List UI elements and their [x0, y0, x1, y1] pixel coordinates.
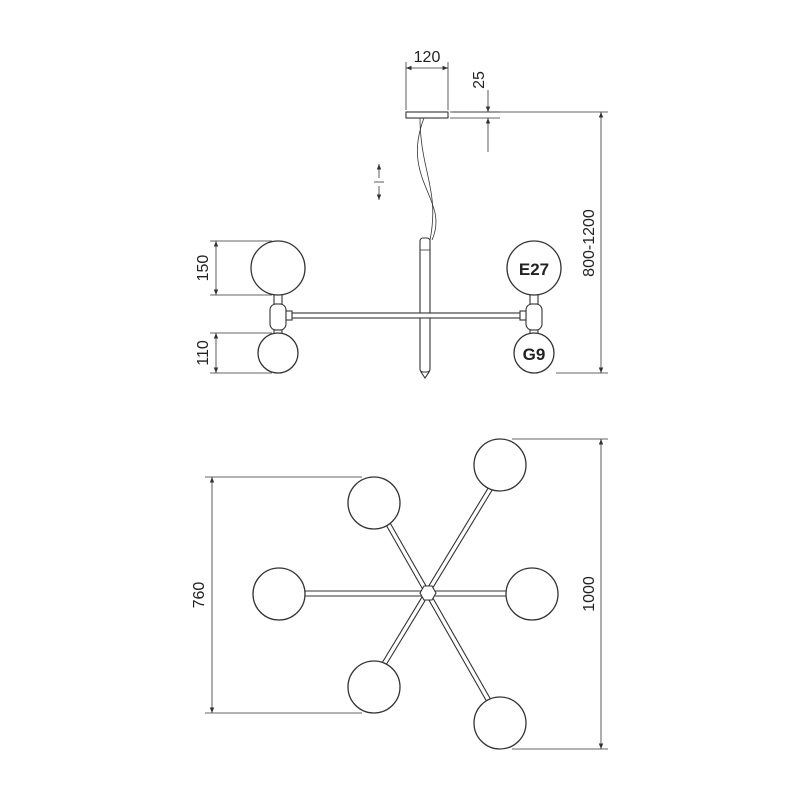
globe-bottom-left: [347, 660, 401, 714]
dim-width: 1000: [581, 576, 598, 612]
globe-large-right: [506, 240, 562, 296]
globe-small-right: [513, 332, 555, 374]
top-view: 760 1000: [191, 438, 608, 750]
canopy: [405, 111, 449, 119]
globe-top-left: [347, 476, 401, 530]
holder-left: [269, 303, 287, 331]
socket-label-small: G9: [523, 345, 546, 364]
center-hub: [419, 585, 437, 601]
socket-label-large: E27: [519, 260, 549, 279]
dim-depth: 760: [191, 582, 208, 609]
dim-globe-large: 150: [195, 255, 212, 282]
dim-canopy-height: 25: [471, 71, 488, 89]
dim-globe-small: 110: [195, 340, 212, 366]
globe-mid-right: [505, 567, 559, 621]
central-rod: [419, 237, 431, 373]
globe-top-right: [473, 438, 527, 492]
power-cord: [417, 117, 437, 241]
suspension-cable: [419, 117, 434, 241]
dim-total-height: 800-1200: [581, 209, 598, 277]
adjust-height-icon: [374, 164, 384, 200]
globe-small-left: [257, 332, 299, 374]
globe-large-left: [250, 240, 306, 296]
globe-bottom-right: [473, 696, 527, 750]
globe-mid-left: [252, 567, 306, 621]
holder-right: [525, 303, 543, 331]
dim-canopy-width: 120: [414, 49, 441, 66]
horizontal-arm: [289, 312, 531, 319]
arms: [303, 484, 508, 710]
side-view: 120 25: [195, 49, 608, 379]
